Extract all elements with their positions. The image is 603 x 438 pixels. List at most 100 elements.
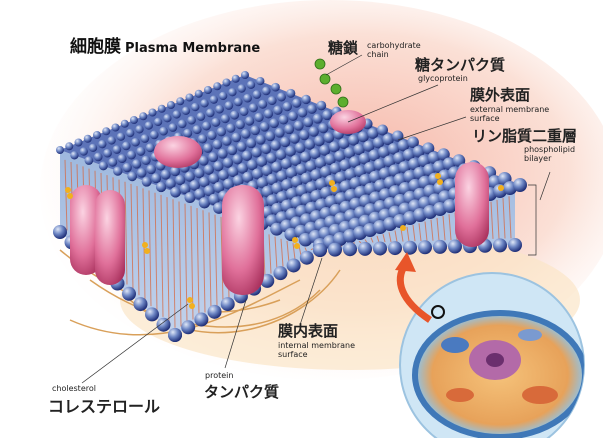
lipid-head (286, 88, 296, 98)
lipid-head (427, 151, 440, 164)
lipid-head (344, 168, 357, 181)
lipid-head (191, 102, 200, 112)
lipid-head (310, 169, 322, 181)
lipid-head (88, 143, 98, 153)
lipid-tail (280, 238, 284, 267)
lipid-head (348, 134, 360, 146)
lipid-head (493, 238, 507, 253)
lipid-head (290, 175, 303, 188)
lipid-head (323, 132, 335, 143)
lipid-head (232, 154, 243, 165)
lipid-head (256, 76, 265, 86)
lipid-head (216, 127, 227, 137)
lipid-head (304, 139, 316, 150)
protein-jp: タンパク質 (204, 383, 280, 401)
lipid-head (223, 178, 234, 190)
lipid-head (388, 241, 402, 256)
lipid-head (261, 165, 273, 176)
lipid-head (203, 143, 213, 153)
lipid-tail (412, 225, 416, 242)
lipid-head (203, 185, 215, 197)
lipid-head (65, 142, 74, 151)
lipid-head (135, 125, 144, 134)
lipid-head (448, 239, 462, 254)
lipid-head (70, 151, 79, 160)
lipid-tail (394, 230, 398, 242)
protein-channel-right (455, 162, 489, 247)
lipid-head (437, 148, 450, 161)
lipid-head (271, 161, 283, 173)
lipid-head (240, 129, 251, 139)
lipid-tail (358, 240, 362, 244)
lipid-head (289, 133, 300, 144)
lipid-head (254, 112, 264, 123)
lipid-head (308, 126, 319, 137)
lipid-head (233, 97, 243, 107)
lipid-head (239, 106, 249, 116)
lipid-head (263, 109, 274, 119)
lipid-tail (178, 201, 182, 327)
lipid-head (222, 157, 234, 168)
lipid-head (103, 148, 112, 158)
lipid-head (157, 104, 166, 113)
protein-channel-left-2 (95, 190, 125, 285)
lipid-head (98, 139, 107, 149)
lipid-head (313, 135, 325, 147)
lipid-head (93, 152, 103, 162)
lipid-tail (154, 192, 158, 312)
lipid-head (236, 141, 247, 152)
lipid-tail (400, 228, 404, 242)
lipid-head (286, 258, 301, 273)
lipid-head (133, 297, 148, 312)
lipid-head (201, 121, 211, 131)
carbohydrate-chain (314, 58, 349, 108)
lipid-tail (382, 233, 386, 243)
lipid-head (242, 171, 254, 183)
lipid-head (348, 156, 361, 168)
lipid-head (93, 131, 101, 139)
lipid-head (282, 101, 292, 112)
lipid-head (126, 150, 136, 160)
lipid-head (270, 222, 284, 236)
lipid-tail (508, 196, 512, 239)
lipid-head (260, 143, 272, 155)
lipid-head (324, 153, 336, 166)
lipid-head (139, 112, 148, 121)
lipid-tail (424, 221, 428, 241)
lipid-head (363, 140, 375, 152)
lipid-tail (184, 203, 188, 324)
lipid-head (220, 297, 235, 312)
lipid-head (372, 137, 385, 149)
lipid-head (208, 173, 220, 184)
lipid-tail (172, 199, 176, 328)
cholesterol-molecules (65, 173, 504, 309)
lipid-head (136, 168, 147, 178)
lipid-head (408, 157, 421, 171)
lipid-head (313, 243, 327, 257)
lipid-head (226, 123, 236, 133)
lipid-head (318, 122, 329, 134)
lipid-head (398, 161, 411, 174)
lipid-head (194, 89, 203, 98)
lipid-head (316, 100, 327, 111)
lipid-head (259, 121, 270, 132)
title-en: Plasma Membrane (125, 41, 261, 56)
lipid-head (397, 139, 410, 152)
lipid-head (271, 82, 280, 92)
zoom-marker (431, 305, 445, 319)
carbohydrate-chain-jp: 糖鎖 (328, 39, 359, 57)
lipid-head (205, 108, 215, 118)
lipid-head (185, 93, 194, 102)
lipid-head (108, 157, 118, 167)
lipid-head (269, 118, 279, 129)
lipid-head (187, 115, 196, 125)
lipid-head (276, 92, 286, 102)
lipid-head (149, 130, 159, 140)
lipid-head (194, 167, 205, 179)
lipid-head (117, 154, 127, 164)
internal-surface-en: internal membrane surface (278, 341, 356, 359)
lipid-head (382, 133, 394, 146)
lipid-head (412, 145, 425, 158)
lipid-head (367, 127, 379, 139)
lipid-head (244, 116, 255, 126)
